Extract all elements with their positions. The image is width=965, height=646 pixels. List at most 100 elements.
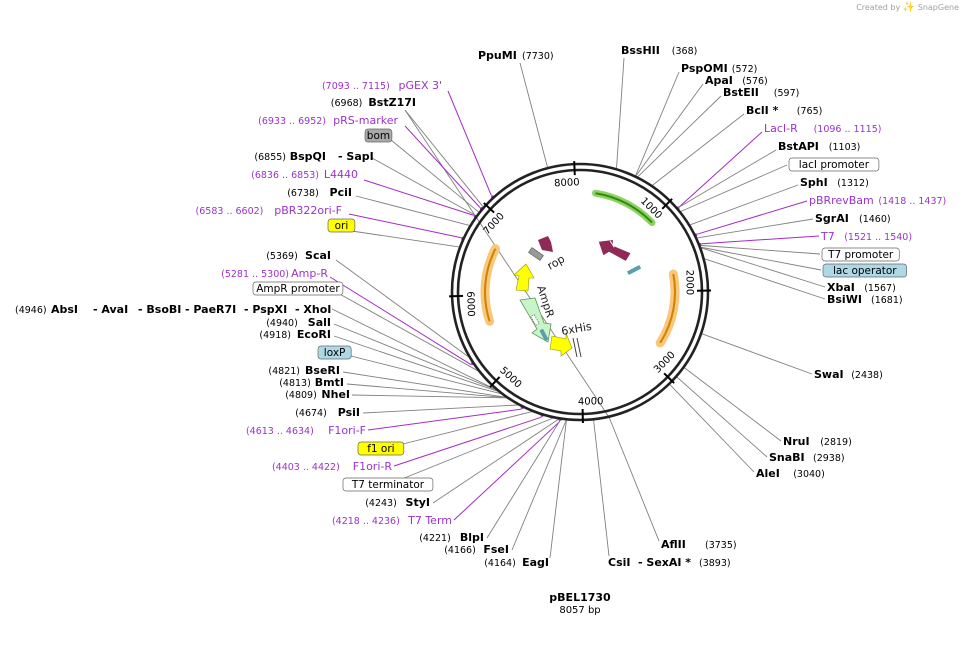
site-position: (3735) [705,540,737,551]
site-bsteii: (597)BstEII [723,86,799,99]
feature-label-box [252,281,344,296]
label-connectors [329,57,826,559]
site-connector [676,376,768,458]
site-connector [677,149,777,209]
feature-connector [390,139,480,213]
primer-position: (6583 .. 6602) [196,206,264,217]
site-connector [331,308,496,390]
ruler-tick [663,372,675,384]
site-bseri: (4821)BseRI [268,364,340,377]
feature-connector [386,411,532,449]
primer-name: F1ori-R [353,460,393,473]
site-psii: (4674) PsiI [295,406,360,419]
feature-t7terminator: T7 terminator [342,477,434,492]
site-xbai: (1567)XbaI [827,281,896,294]
site-position: (368) [672,46,698,57]
site-fsei: (4166)FseI [444,543,509,556]
primer-name: pGEX 3' [398,79,442,92]
ampr-promoter-mark [530,314,540,326]
feature-label-box [821,247,900,262]
t7-terminator-mark [572,337,578,358]
site-styi: (4243)StyI [365,496,430,509]
snapgene-watermark: Created by ✨ SnapGene [856,2,959,13]
site-bsshii: (368)BssHII [621,44,697,57]
primer-pbrrevbam: (1418 .. 1437)pBRrevBam [809,194,946,207]
site-sali: (4940) SalI [266,316,331,329]
feature-name: loxP [324,347,346,359]
site-name: BmtI [315,376,344,389]
primer-position: (4403 .. 4422) [272,462,340,473]
feature-label-box [357,441,405,456]
feature-connector [344,229,460,248]
feature-label-box [822,263,907,278]
ruler-tick-label: 2000 [683,270,694,296]
ruler-tick [573,161,576,176]
site-position: (3040) [793,469,825,480]
primer-connector [393,416,542,467]
green-feature-arrow-line [595,192,653,224]
watermark-prefix: Created by [856,3,901,12]
site-name: PsiI [338,406,360,419]
site-position: (3893) [699,558,731,569]
site-nrui: (2819)NruI [783,435,852,448]
site-connector [701,333,813,375]
site-name: BclI * [746,104,779,117]
site-connector [333,323,497,391]
feature-name: ori [335,220,349,232]
site-name: ApaI [705,74,733,87]
site-name: BlpI [460,531,484,544]
feature-loxp: loxP [317,345,352,360]
site-connector [351,394,507,399]
site-apai: (576)ApaI [705,74,768,87]
site-bstapi: (1103)BstAPI [778,140,860,153]
site-connector [704,258,826,300]
primer-name: LacI-R [764,122,798,135]
site-position: (572) [732,64,758,75]
site-name: XbaI [827,281,855,294]
primer-position: (5281 .. 5300) [221,269,289,280]
site-csii-sexai: CsiI- SexAI *(3893) [608,556,731,569]
feature-connector [700,244,821,255]
snapgene-logo-icon: ✨ [902,2,916,13]
primer-connector [404,125,481,208]
orange-feature-arrow-line-left [484,248,497,322]
feature-name: lac operator [833,265,897,277]
primer-position: (1096 .. 1115) [814,124,882,135]
site-position: (4674) [295,408,327,419]
site-position: (4918) [259,330,291,341]
primer-name: L4440 [324,168,358,181]
site-name: NheI [321,388,350,401]
site-name: SalI [308,316,331,329]
site-eagi: (4164)EagI [484,556,549,569]
feature-name: T7 promoter [827,249,894,261]
site-name: SphI [800,176,828,189]
site-name: NruI [783,435,810,448]
primer-connector [363,179,474,216]
site-position: (5369) [266,251,298,262]
site-name: CsiI [608,556,630,569]
site-name: AbsI [51,303,78,316]
primer-pbr322orif: (6583 .. 6602)pBR322ori-F [196,204,342,217]
t7-terminator-mark-2 [576,337,582,358]
site-connector [697,218,814,239]
f1-ori-feature-arrow [549,332,573,357]
primer-connector [447,90,492,196]
site-connector [432,418,559,504]
site-position: (7730) [522,51,554,62]
backbone-outer-strand [450,162,710,422]
plasmid-title: pBEL1730 8057 bp [549,591,611,616]
site-bsiwi: (1681)BsiWI [827,293,903,306]
his-tag-label: 6xHis [560,320,593,338]
feature-connector [342,353,501,395]
site-position: (4940) [266,318,298,329]
site-connector [689,184,799,226]
site-connector [635,83,704,177]
ruler-tick [489,376,501,388]
primer-name: Amp-R [291,267,328,280]
site-name: BstAPI [778,140,819,153]
site-connector [608,417,660,542]
site-position: (6968) [331,98,363,109]
rop-feature-arrow [538,236,553,252]
primer-connector [697,200,808,235]
primer-ampr: (5281 .. 5300)Amp-R [221,267,328,280]
